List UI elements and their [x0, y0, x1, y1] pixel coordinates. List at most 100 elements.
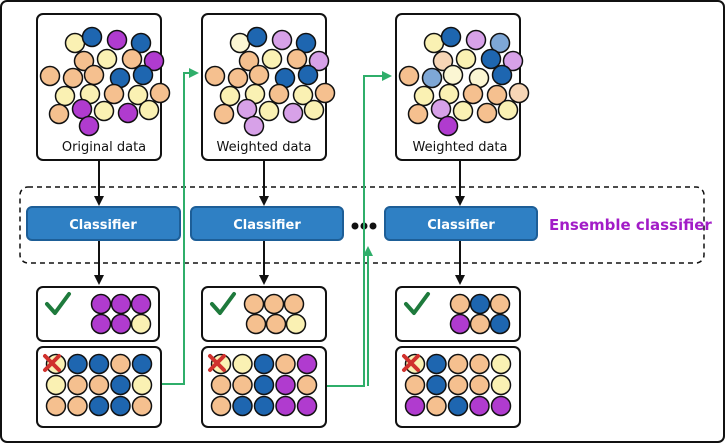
- data-point-purple: [110, 293, 132, 315]
- stage-3: Weighted data Classifier: [384, 13, 538, 428]
- data-point-yellow: [423, 32, 445, 54]
- stage-1: Original data Classifier: [26, 13, 181, 428]
- stage-2: Weighted data Classifier: [190, 13, 344, 428]
- data-point-purple-faded: [243, 115, 265, 137]
- data-point-blue: [110, 395, 131, 417]
- data-point-blue: [426, 374, 447, 396]
- data-point-orange: [248, 64, 270, 86]
- data-points: [204, 26, 336, 137]
- data-point-orange: [447, 374, 469, 396]
- data-point-blue: [440, 26, 462, 48]
- data-point-blue: [253, 374, 275, 396]
- cross-icon: [43, 354, 61, 372]
- data-point-blue: [489, 313, 511, 335]
- data-point-purple-faded: [502, 50, 524, 72]
- data-point-blue: [130, 32, 152, 54]
- cross-icon: [208, 354, 226, 372]
- data-point-yellow: [130, 313, 152, 335]
- data-point-orange: [213, 103, 235, 125]
- data-point-orange: [398, 65, 420, 87]
- data-point-blue: [67, 353, 88, 375]
- correct-points: [90, 293, 152, 335]
- data-point-orange: [48, 103, 70, 125]
- data-point-yellow: [96, 48, 118, 70]
- data-point-purple: [90, 293, 112, 315]
- check-icon: [45, 292, 71, 315]
- data-point-blue: [88, 395, 110, 417]
- data-point-blue: [81, 26, 103, 48]
- data-point-purple: [143, 50, 165, 72]
- data-point-yellow: [455, 48, 477, 70]
- data-point-orange: [469, 374, 490, 396]
- data-point-yellow: [210, 353, 232, 375]
- data-point-yellow: [138, 99, 160, 121]
- classifier-box: [190, 206, 344, 241]
- classifier-box: [26, 206, 181, 241]
- data-point-purple: [296, 353, 318, 375]
- data-point-orange: [210, 395, 232, 417]
- data-point-blue: [491, 64, 513, 86]
- data-point-blue: [232, 395, 253, 417]
- data-point-yellow-faded: [229, 32, 251, 54]
- data-box-label: Weighted data: [413, 140, 508, 155]
- data-point-purple: [275, 374, 296, 396]
- wrong-points: [45, 353, 153, 417]
- data-point-purple: [90, 313, 112, 335]
- data-point-yellow: [452, 100, 474, 122]
- data-point-orange: [314, 82, 336, 104]
- data-point-orange: [73, 50, 95, 72]
- data-point-yellow: [93, 100, 115, 122]
- data-point-blue: [131, 353, 153, 375]
- data-point-orange: [263, 293, 285, 315]
- data-point-purple-faded: [465, 29, 487, 51]
- data-point-yellow: [232, 353, 253, 375]
- data-point-purple: [449, 313, 471, 335]
- data-point-yellow: [490, 353, 512, 375]
- data-point-blue: [132, 64, 154, 86]
- data-box-label: Weighted data: [217, 140, 312, 155]
- data-point-orange: [232, 374, 253, 396]
- data-point-orange: [404, 374, 426, 396]
- feedback-arrow-1: [162, 68, 199, 385]
- data-point-yellow: [497, 99, 519, 121]
- data-point-purple: [404, 395, 426, 417]
- data-point-yellow: [490, 374, 512, 396]
- data-point-purple: [437, 115, 459, 137]
- data-point-purple-faded: [271, 29, 293, 51]
- data-points: [398, 26, 530, 137]
- data-point-orange: [476, 102, 498, 124]
- data-point-orange: [275, 353, 296, 375]
- data-point-orange: [210, 374, 232, 396]
- data-point-orange: [447, 353, 469, 375]
- data-point-orange: [110, 353, 131, 375]
- data-point-orange: [489, 293, 511, 315]
- data-point-blue: [447, 395, 469, 417]
- data-point-yellow: [219, 85, 241, 107]
- ensemble-region: [19, 186, 705, 264]
- data-point-orange: [426, 395, 447, 417]
- data-point-purple: [275, 395, 296, 417]
- data-point-yellow: [64, 32, 86, 54]
- correct-points: [243, 293, 307, 335]
- data-point-orange: [67, 395, 88, 417]
- data-point-yellow: [131, 374, 153, 396]
- data-point-orange: [39, 65, 61, 87]
- data-point-purple: [296, 395, 318, 417]
- data-point-yellow: [292, 84, 314, 106]
- data-point-yellow: [45, 353, 67, 375]
- data-point-purple: [110, 313, 132, 335]
- data-point-orange: [62, 67, 84, 89]
- data-point-orange: [88, 374, 110, 396]
- cross-icon: [402, 354, 420, 372]
- data-point-yellow: [258, 100, 280, 122]
- data-point-blue-faded: [421, 67, 443, 89]
- data-point-yellow: [303, 99, 325, 121]
- wrong-points: [210, 353, 318, 417]
- data-point-yellow: [45, 374, 67, 396]
- data-point-purple: [469, 395, 490, 417]
- data-point-orange: [296, 374, 318, 396]
- data-point-orange: [449, 293, 471, 315]
- data-point-yellow-faded: [442, 64, 464, 86]
